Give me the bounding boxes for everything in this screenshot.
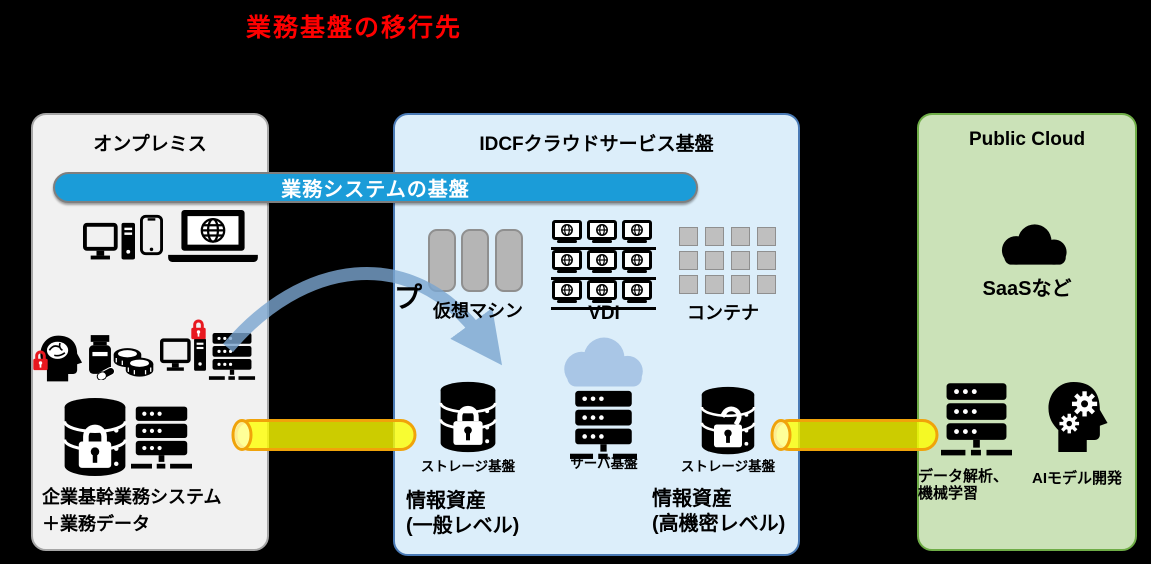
light-cloud-icon bbox=[551, 332, 653, 392]
panel-onprem-title: オンプレミス bbox=[93, 134, 207, 155]
coins-icon bbox=[111, 346, 156, 377]
laptop-globe-icon bbox=[168, 210, 258, 263]
vdi-row bbox=[551, 220, 656, 250]
saas-label: SaaSなど bbox=[982, 278, 1072, 300]
container-label: コンテナ bbox=[687, 303, 759, 323]
analytics-label: データ解析、 機械学習 bbox=[918, 468, 1008, 502]
asset-secure-line1: 情報資産 bbox=[652, 488, 732, 510]
panel-public-cloud-title: Public Cloud bbox=[968, 129, 1086, 150]
database-lock-icon bbox=[62, 397, 128, 478]
asset-general-line2: (一般レベル) bbox=[406, 515, 520, 537]
page-title: 業務基盤の移行先 bbox=[246, 14, 463, 42]
partial-text: プ bbox=[394, 282, 423, 313]
onprem-system-label: 企業基幹業務システム ＋業務データ bbox=[42, 484, 221, 538]
vdi-laptop-icon bbox=[621, 220, 653, 246]
container-box-icon bbox=[731, 251, 750, 270]
container-grid-icon bbox=[679, 227, 776, 294]
onprem-system-label-line1: 企業基幹業務システム bbox=[42, 487, 222, 507]
vm-bar-icon bbox=[428, 229, 456, 292]
container-box-icon bbox=[757, 251, 776, 270]
vdi-laptop-icon bbox=[551, 220, 583, 246]
server-base-label: サーバ基盤 bbox=[570, 456, 638, 471]
panel-idcf-title: IDCFクラウドサービス基盤 bbox=[479, 134, 714, 155]
asset-general-label: 情報資産 (一般レベル) bbox=[406, 489, 519, 539]
container-box-icon bbox=[705, 251, 724, 270]
storage-right-label: ストレージ基盤 bbox=[680, 459, 776, 474]
container-box-icon bbox=[705, 227, 724, 246]
red-lock-icon bbox=[190, 318, 207, 340]
asset-secure-line2: (高機密レベル) bbox=[652, 513, 786, 535]
vm-bar-icon bbox=[461, 229, 489, 292]
server-rack-icon bbox=[941, 381, 1012, 461]
desktop-pc-icon bbox=[83, 222, 135, 268]
vdi-laptop-icon bbox=[551, 250, 583, 276]
business-system-banner: 業務システムの基盤 bbox=[53, 172, 698, 203]
vm-bar-icon bbox=[495, 229, 523, 292]
head-gears-icon bbox=[1043, 377, 1113, 457]
container-box-icon bbox=[705, 275, 724, 294]
storage-left-label: ストレージ基盤 bbox=[420, 459, 516, 474]
vdi-laptop-icon bbox=[586, 220, 618, 246]
server-rack-icon bbox=[131, 406, 192, 472]
vm-label: 仮想マシン bbox=[433, 301, 523, 321]
onprem-system-label-line2: ＋業務データ bbox=[42, 514, 150, 534]
red-lock-icon bbox=[32, 349, 49, 371]
vdi-row bbox=[551, 250, 656, 280]
container-box-icon bbox=[731, 227, 750, 246]
asset-secure-label: 情報資産 (高機密レベル) bbox=[652, 487, 785, 537]
container-box-icon bbox=[679, 227, 698, 246]
container-box-icon bbox=[679, 251, 698, 270]
panel-public-cloud: Public Cloud bbox=[917, 113, 1137, 551]
container-box-icon bbox=[757, 227, 776, 246]
asset-general-line1: 情報資産 bbox=[406, 490, 486, 512]
server-rack-icon bbox=[204, 333, 260, 382]
container-box-icon bbox=[731, 275, 750, 294]
cloud-icon bbox=[991, 220, 1075, 269]
container-box-icon bbox=[679, 275, 698, 294]
desktop-pc-icon bbox=[160, 338, 206, 378]
analytics-label-line1: データ解析、 bbox=[918, 468, 1009, 485]
database-closed-lock-icon bbox=[438, 381, 498, 454]
analytics-label-line2: 機械学習 bbox=[918, 485, 979, 502]
vdi-label: VDI bbox=[588, 303, 620, 324]
database-open-lock-icon bbox=[698, 386, 758, 456]
vdi-laptop-icon bbox=[621, 250, 653, 276]
ai-model-label: AIモデル開発 bbox=[1032, 470, 1123, 487]
vdi-laptop-icon bbox=[586, 250, 618, 276]
vdi-row bbox=[551, 280, 656, 310]
smartphone-icon bbox=[140, 214, 163, 256]
container-box-icon bbox=[757, 275, 776, 294]
